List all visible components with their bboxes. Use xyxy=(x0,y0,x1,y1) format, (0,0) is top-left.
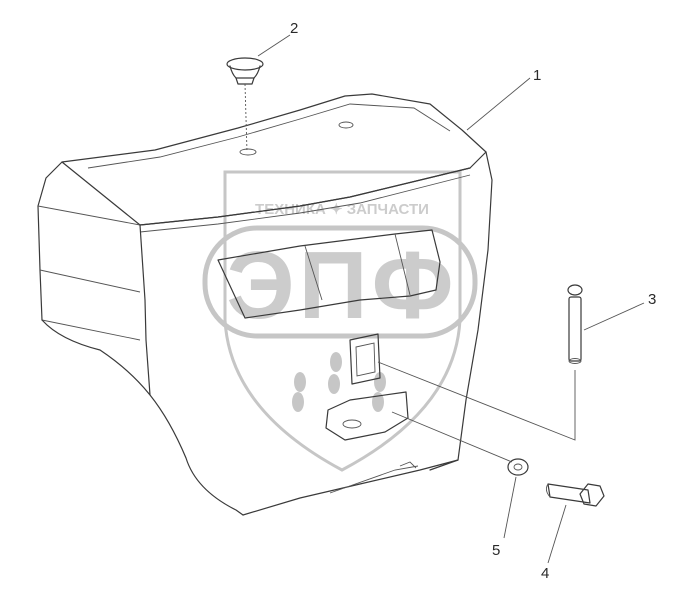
assembly-lines xyxy=(377,361,576,463)
callout-4: 4 xyxy=(541,565,549,582)
plug-cap xyxy=(226,57,264,153)
callout-3: 3 xyxy=(648,291,656,308)
hex-bolt xyxy=(545,483,605,507)
callout-5: 5 xyxy=(492,542,500,559)
watermark: ТЕХНИКА ✦ ЗАПЧАСТИ ЭПФ xyxy=(202,170,478,472)
counterweight-body xyxy=(37,93,493,516)
locking-pin xyxy=(567,284,583,364)
watermark-logo-letters: ЭПФ xyxy=(226,232,457,339)
callout-1: 1 xyxy=(533,67,541,84)
callout-2: 2 xyxy=(290,20,298,37)
flat-washer xyxy=(507,458,529,476)
leader-lines xyxy=(257,34,645,564)
watermark-brand-text: ТЕХНИКА ✦ ЗАПЧАСТИ xyxy=(255,201,429,218)
wheat-icon xyxy=(292,352,386,412)
